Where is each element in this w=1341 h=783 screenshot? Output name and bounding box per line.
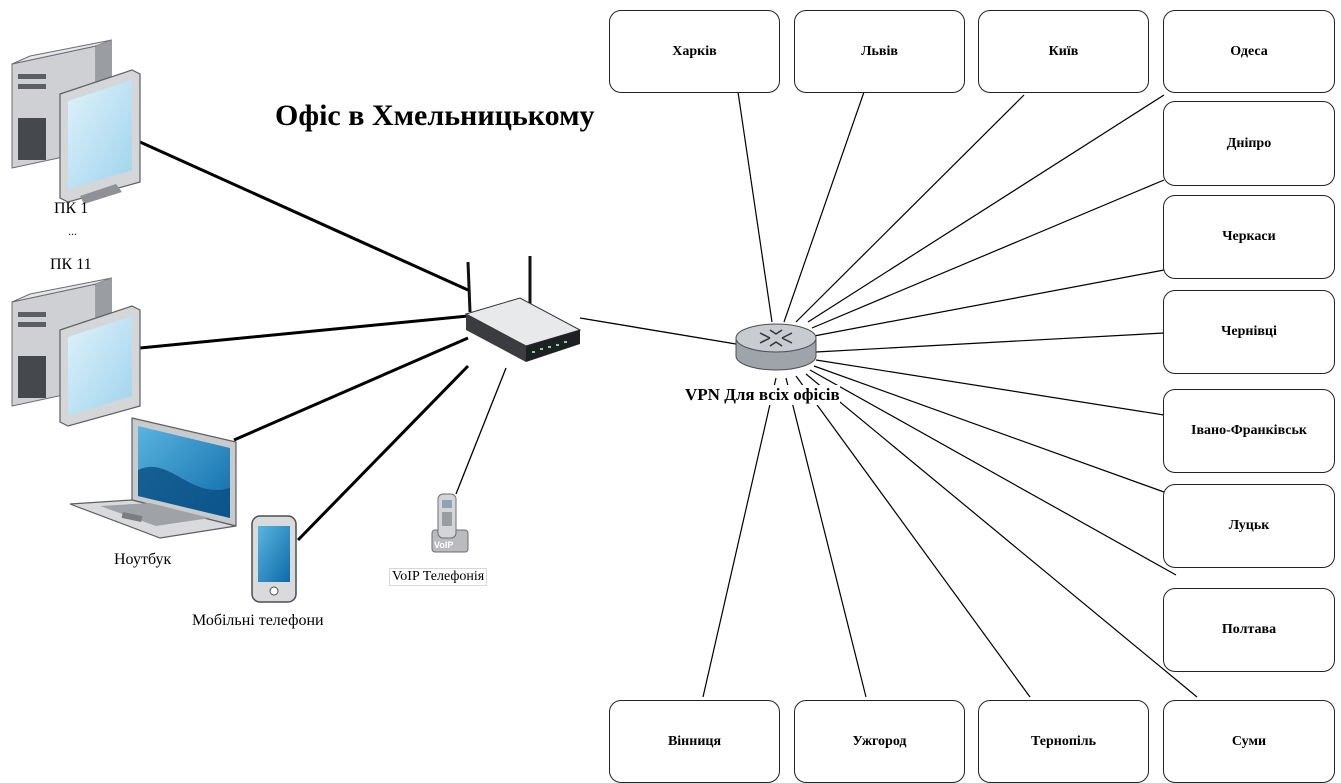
link-pc11-router bbox=[139, 314, 469, 350]
link-laptop-router bbox=[233, 336, 469, 442]
vpn-router-icon bbox=[735, 323, 817, 371]
office-box-odesa: Одеса bbox=[1163, 10, 1335, 93]
pc-ellipsis-label: ... bbox=[68, 224, 77, 238]
office-box-ternopil: Тернопіль bbox=[978, 700, 1149, 783]
link-voip-router bbox=[455, 367, 507, 495]
office-box-lutsk: Луцьк bbox=[1163, 484, 1335, 568]
laptop-label: Ноутбук bbox=[114, 551, 172, 568]
office-box-kharkiv: Харків bbox=[609, 10, 780, 93]
link-pc1-router bbox=[139, 140, 469, 292]
voip-phone-icon: VoIP bbox=[431, 493, 469, 553]
link-mobile-router bbox=[296, 364, 470, 542]
link-router-vpn bbox=[579, 317, 737, 345]
office-box-poltava: Полтава bbox=[1163, 588, 1335, 672]
pc-1-icon bbox=[11, 39, 141, 204]
office-box-chernivtsi: Чернівці bbox=[1163, 290, 1335, 374]
laptop-icon bbox=[69, 417, 237, 539]
mobile-phone-icon bbox=[251, 515, 297, 603]
office-box-vinnytsia: Вінниця bbox=[609, 700, 780, 783]
office-links bbox=[139, 140, 737, 542]
diagram-title: Офіс в Хмельницькому bbox=[275, 99, 595, 132]
vpn-label: VPN Для всіх офісів bbox=[685, 385, 840, 405]
pc-11-icon bbox=[11, 277, 141, 427]
office-box-lviv: Львів bbox=[794, 10, 965, 93]
wireless-router-icon bbox=[464, 256, 582, 362]
pc-11-label: ПК 11 bbox=[50, 256, 92, 273]
office-box-kyiv: Київ bbox=[978, 10, 1149, 93]
office-box-uzhhorod: Ужгород bbox=[794, 700, 965, 783]
office-box-dnipro: Дніпро bbox=[1163, 101, 1335, 186]
pc-1-label: ПК 1 bbox=[54, 200, 89, 217]
voip-label: VoIP Телефонія bbox=[389, 568, 488, 586]
mobile-label: Мобільні телефони bbox=[192, 612, 324, 629]
office-box-cherkasy: Черкаси bbox=[1163, 195, 1335, 279]
voip-badge: VoIP bbox=[434, 540, 453, 550]
office-box-sumy: Суми bbox=[1163, 700, 1335, 783]
vpn-links bbox=[702, 91, 1198, 698]
office-box-ivano-frankivsk: Івано-Франківськ bbox=[1163, 389, 1335, 473]
